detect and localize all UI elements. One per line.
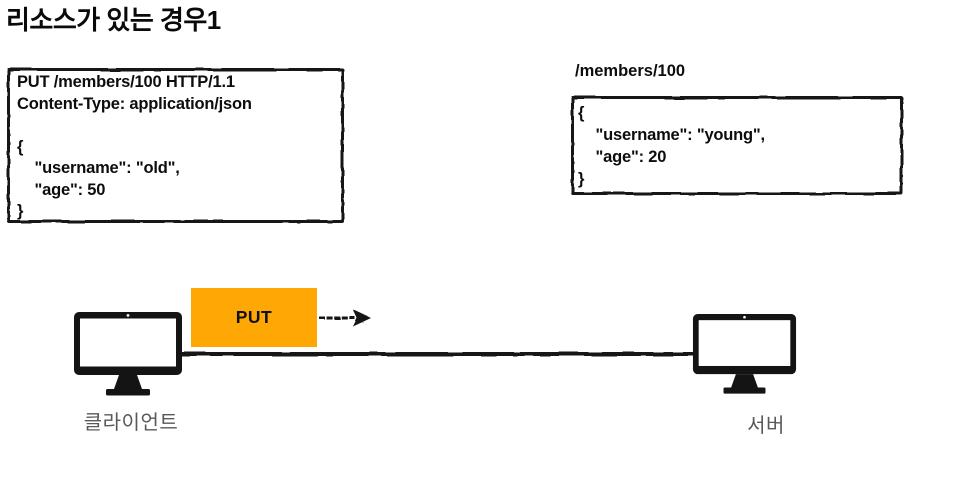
resource-line: } xyxy=(578,170,585,188)
desktop-monitor-icon xyxy=(692,313,797,394)
resource-line: "username": "young", xyxy=(578,126,766,144)
http-request-code: PUT /members/100 HTTP/1.1 Content-Type: … xyxy=(7,68,344,223)
put-message-label: PUT xyxy=(235,307,273,327)
server-resource-box: { "username": "young", "age": 20 } xyxy=(571,96,903,195)
connection-line xyxy=(181,352,695,356)
request-line: "age": 50 xyxy=(17,180,106,199)
put-message-box: PUT xyxy=(191,288,317,347)
request-line: Content-Type: application/json xyxy=(17,94,252,113)
right-arrow-icon xyxy=(319,309,371,327)
resource-line: { xyxy=(578,104,585,122)
request-line: } xyxy=(17,202,24,220)
resource-line: "age": 20 xyxy=(578,148,667,166)
http-request-box: PUT /members/100 HTTP/1.1 Content-Type: … xyxy=(7,68,344,223)
server-resource-code: { "username": "young", "age": 20 } xyxy=(571,96,903,190)
resource-path-label: /members/100 xyxy=(575,62,686,80)
client-label: 클라이언트 xyxy=(83,412,179,434)
desktop-monitor-icon xyxy=(74,312,182,396)
server-label: 서버 xyxy=(747,415,785,437)
request-line: { xyxy=(17,137,24,156)
request-line: PUT /members/100 HTTP/1.1 xyxy=(17,73,235,91)
page-title: 리소스가 있는 경우1 xyxy=(6,5,221,35)
request-line: "username": "old", xyxy=(17,159,180,177)
request-line xyxy=(17,115,344,137)
